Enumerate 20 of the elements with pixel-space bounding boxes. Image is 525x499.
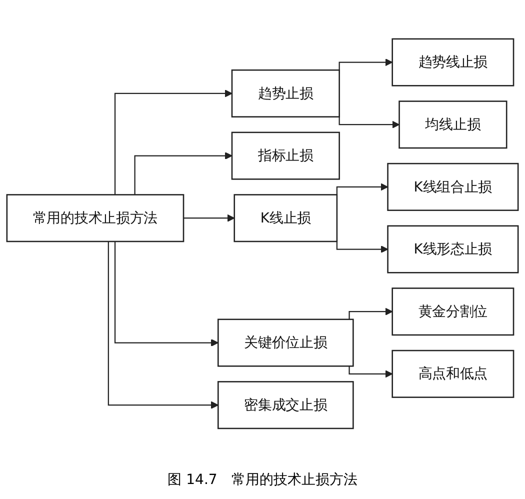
arrow bbox=[348, 308, 393, 320]
node-box: 趋势线止损 bbox=[392, 38, 514, 86]
node-box: 均线止损 bbox=[398, 100, 508, 148]
node-box: K线组合止损 bbox=[387, 162, 519, 211]
arrow bbox=[114, 241, 218, 346]
node-box: 高点和低点 bbox=[392, 350, 514, 398]
arrow bbox=[108, 241, 218, 409]
arrow bbox=[134, 152, 232, 195]
arrow bbox=[182, 214, 235, 222]
node-box: 密集成交止损 bbox=[217, 380, 354, 429]
node-box: 常用的技术止损方法 bbox=[6, 194, 184, 242]
node-box: K线形态止损 bbox=[387, 225, 519, 274]
node-box: 黄金分割位 bbox=[392, 287, 514, 336]
arrow bbox=[114, 89, 232, 195]
node-box: 关键价位止损 bbox=[217, 318, 354, 367]
node-box: K线止损 bbox=[234, 194, 338, 242]
figure-caption: 图 14.7 常用的技术止损方法 bbox=[168, 471, 358, 489]
node-box: 指标止损 bbox=[231, 132, 340, 180]
arrow bbox=[348, 366, 393, 378]
node-box: 趋势止损 bbox=[231, 69, 340, 118]
